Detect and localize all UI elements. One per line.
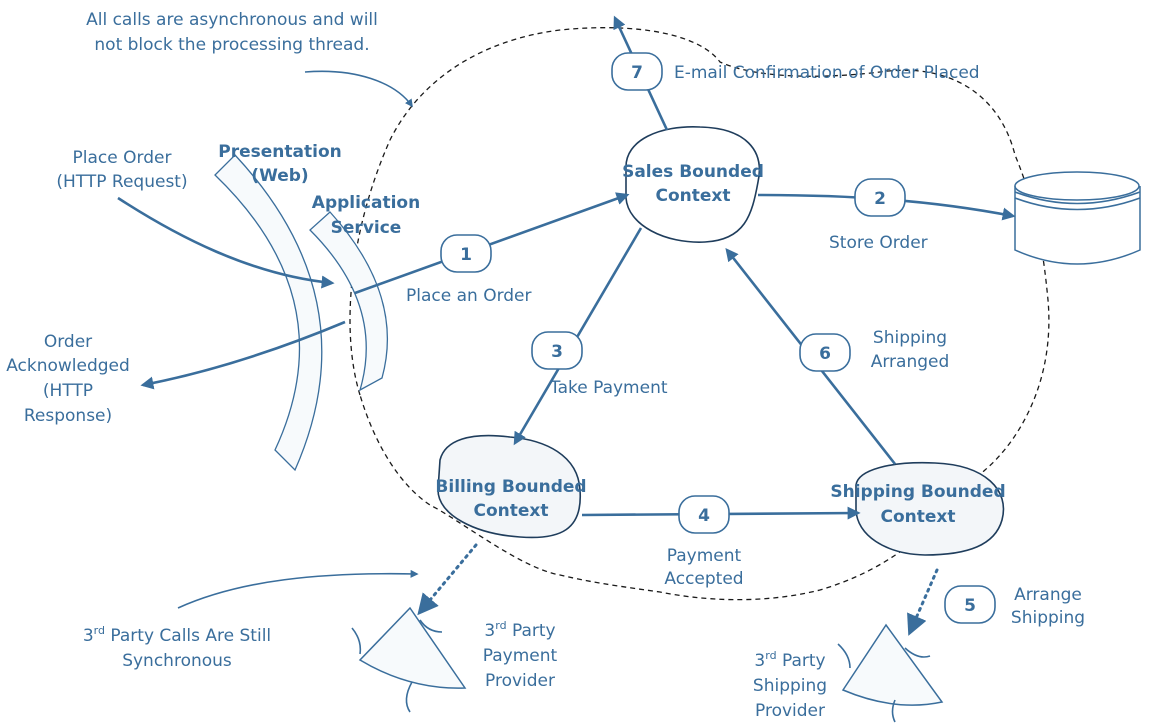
step-2-label: Store Order xyxy=(829,233,928,253)
shipping-provider-sup: rd xyxy=(765,649,776,662)
shipping-provider-prefix: 3 xyxy=(754,651,765,671)
http-response-label-line1: Order xyxy=(44,332,92,352)
payment-provider-call xyxy=(417,543,478,616)
http-response-arrow xyxy=(140,320,346,390)
application-title-line1: Application xyxy=(312,193,420,213)
payment-provider-label-line2: Payment xyxy=(483,646,558,666)
async-boundary xyxy=(349,27,1050,601)
sales-context-title-line2: Context xyxy=(655,186,730,206)
async-note-pointer xyxy=(304,70,413,108)
shipping-context-title-line2: Context xyxy=(880,507,955,527)
step-4-label-line1: Payment xyxy=(667,546,742,566)
step-6-label-line1: Shipping xyxy=(873,328,947,348)
billing-context-shape xyxy=(437,434,581,539)
step-3-label: Take Payment xyxy=(549,378,668,398)
sync-note-line2: Synchronous xyxy=(122,651,232,671)
sync-note-prefix: 3 xyxy=(83,626,94,646)
payment-provider-icon xyxy=(351,606,467,713)
step-badge-2: 2 xyxy=(854,178,906,217)
payment-provider-prefix: 3 xyxy=(484,621,495,641)
payment-provider-sup: rd xyxy=(495,619,506,632)
shipping-provider-label-line2: Shipping xyxy=(753,676,827,696)
step-badge-1: 1 xyxy=(440,234,492,273)
place-order-arrow xyxy=(354,192,630,295)
step-badge-7: 7 xyxy=(611,52,663,91)
take-payment-arrow xyxy=(513,227,643,446)
http-response-label-line4: Response) xyxy=(24,406,112,426)
shipping-provider-label-line3: Provider xyxy=(755,701,825,721)
shipping-provider-call xyxy=(907,568,939,636)
step-badge-5: 5 xyxy=(944,585,996,624)
sync-note-pointer xyxy=(177,569,419,609)
presentation-title-line1: Presentation xyxy=(218,142,341,162)
step-badge-4: 4 xyxy=(678,495,730,534)
svg-text:7: 7 xyxy=(631,63,643,83)
step-5-label-line1: Arrange xyxy=(1014,585,1082,605)
http-response-label-line2: Acknowledged xyxy=(6,356,130,376)
svg-text:5: 5 xyxy=(964,596,976,616)
billing-context-title-line1: Billing Bounded xyxy=(435,477,586,497)
database-icon xyxy=(1014,171,1141,265)
billing-context-title-line2: Context xyxy=(473,501,548,521)
http-request-arrow xyxy=(117,196,335,289)
step-4-label-line2: Accepted xyxy=(664,569,743,589)
presentation-layer-band xyxy=(214,154,323,472)
svg-text:2: 2 xyxy=(874,189,886,209)
http-response-label-line3: (HTTP xyxy=(43,381,93,401)
step-7-label: E-mail Confirmation of Order Placed xyxy=(674,63,980,83)
sync-note-text: Party Calls Are Still xyxy=(110,626,271,646)
payment-provider-label-line3: Provider xyxy=(485,671,555,691)
payment-provider-party: Party xyxy=(507,621,556,641)
http-request-label-line2: (HTTP Request) xyxy=(56,172,187,192)
shipping-provider-party: Party xyxy=(777,651,826,671)
http-request-label-line1: Place Order xyxy=(73,148,172,168)
sales-context-title-line1: Sales Bounded xyxy=(622,162,764,182)
svg-text:6: 6 xyxy=(819,344,831,364)
svg-text:3: 3 xyxy=(551,342,563,362)
sync-note-line1: 3rd Party Calls Are Still xyxy=(83,624,271,646)
sync-note-sup: rd xyxy=(94,624,105,637)
application-title-line2: Service xyxy=(331,218,402,238)
step-1-label: Place an Order xyxy=(406,286,532,306)
shipping-context-title-line1: Shipping Bounded xyxy=(830,482,1005,502)
async-note-line1: All calls are asynchronous and will xyxy=(86,10,378,30)
application-layer-band xyxy=(309,211,389,392)
sales-context-shape xyxy=(625,126,761,243)
step-badge-3: 3 xyxy=(531,331,583,370)
svg-text:4: 4 xyxy=(698,506,710,526)
step-badge-6: 6 xyxy=(799,333,851,372)
svg-text:1: 1 xyxy=(460,245,472,265)
payment-provider-label-line1: 3rd Party xyxy=(484,619,555,641)
shipping-provider-label-line1: 3rd Party xyxy=(754,649,825,671)
async-note-line2: not block the processing thread. xyxy=(94,35,369,55)
step-6-label-line2: Arranged xyxy=(871,352,950,372)
presentation-title-line2: (Web) xyxy=(251,166,308,186)
shipping-context-shape xyxy=(855,461,1005,556)
shipping-provider-icon xyxy=(837,623,944,723)
step-5-label-line2: Shipping xyxy=(1011,608,1085,628)
